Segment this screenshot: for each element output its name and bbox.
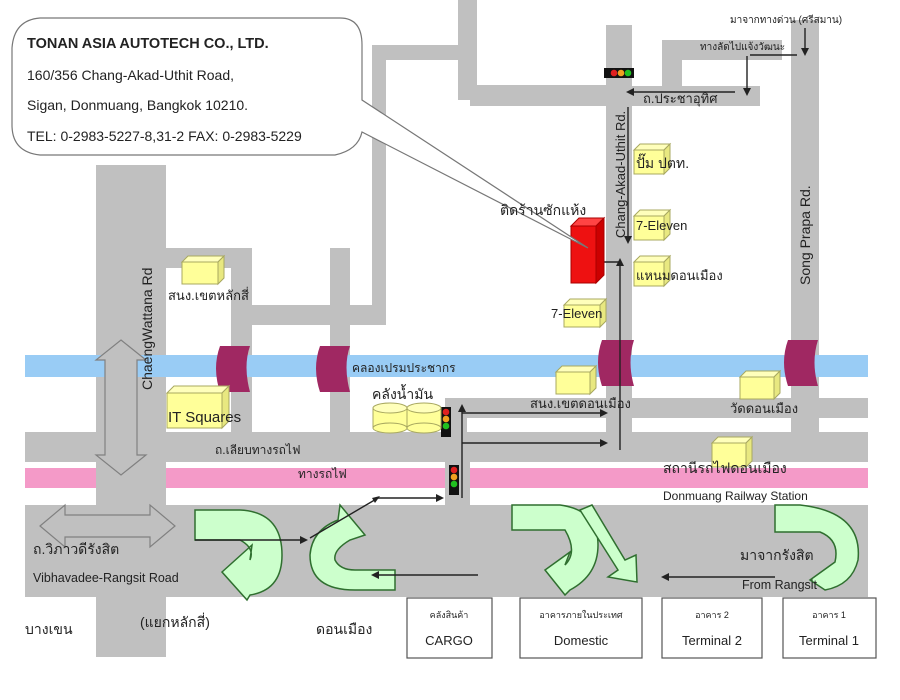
label-vibhavadee-en: Vibhavadee-Rangsit Road — [33, 571, 179, 585]
building-icon — [554, 364, 598, 396]
label-station-th: สถานีรถไฟดอนเมือง — [663, 460, 787, 476]
west-loop-vertical — [372, 45, 386, 325]
label-haem-donmuang: แหนมดอนเมือง — [636, 268, 723, 283]
label-seven-eleven-2: 7-Eleven — [551, 306, 602, 321]
traffic-light-icon — [441, 407, 451, 437]
building-icon — [180, 254, 226, 286]
address-line-2: Sigan, Donmuang, Bangkok 10210. — [27, 97, 248, 113]
terminal-1-th: อาคาร 1 — [812, 610, 846, 620]
building-icon — [165, 384, 231, 430]
building-icon — [632, 142, 672, 176]
contact-info: TEL: 0-2983-5227-8,31-2 FAX: 0-2983-5229 — [27, 128, 302, 144]
terminal-domestic-en: Domestic — [554, 633, 609, 648]
label-from-expressway: มาจากทางด่วน (ศรีสมาน) — [730, 14, 842, 26]
address-callout — [11, 17, 589, 249]
terminal-2-th: อาคาร 2 — [695, 610, 729, 620]
label-song-prapa-road: Song Prapa Rd. — [797, 185, 813, 285]
west-loop-top — [372, 45, 477, 60]
label-bang-khen: บางเขน — [25, 621, 73, 637]
label-donmuang-district: สนง.เขตดอนเมือง — [530, 396, 631, 411]
label-station-en: Donmuang Railway Station — [663, 489, 808, 503]
building-icon — [562, 297, 608, 329]
label-donmuang: ดอนเมือง — [316, 621, 372, 637]
label-from-rangsit-en: From Rangsit — [742, 578, 818, 592]
label-oil-depot: คลังน้ำมัน — [372, 384, 433, 402]
label-liap-thang-rotfai: ถ.เลียบทางรถไฟ — [215, 443, 300, 457]
label-vibhavadee-th: ถ.วิภาวดีรังสิต — [33, 541, 119, 557]
label-target: ติดร้านซักแห้ง — [500, 202, 586, 218]
route-lines — [195, 28, 809, 581]
label-shortcut: ทางลัดไปแจ้งวัฒนะ — [700, 41, 785, 53]
u-turn-arrow-icon — [194, 509, 283, 602]
label-laksi-junction: (แยกหลักสี่) — [140, 613, 210, 630]
diagonal-arrow-icon — [578, 504, 638, 583]
two-way-vertical-arrow-icon — [94, 339, 148, 476]
building-icon — [710, 435, 754, 469]
label-pracha-uthit-road: ถ.ประชาอุทิศ — [643, 91, 718, 107]
terminal-2-en: Terminal 2 — [682, 633, 742, 648]
label-ptt: ปั๊ม ปตท. — [636, 153, 689, 171]
terminal-box-domestic — [519, 597, 643, 659]
terminal-cargo-en: CARGO — [425, 633, 473, 648]
label-chaengwattana-road: ChaengWattana Rd — [139, 268, 155, 390]
bridges — [216, 340, 818, 392]
label-railway: ทางรถไฟ — [298, 467, 347, 481]
address-line-1: 160/356 Chang-Akad-Uthit Road, — [27, 67, 234, 83]
label-chang-akad-uthit-road: Chang-Akad-Uthit Rd. — [613, 111, 628, 238]
label-laksi-district: สนง.เขตหลักสี่ — [168, 287, 249, 303]
terminal-box-t2 — [661, 597, 763, 659]
bridge-icon — [598, 340, 634, 386]
terminal-box-t1 — [782, 597, 877, 659]
building-icon — [632, 208, 672, 242]
label-canal: คลองเปรมประชากร — [352, 361, 456, 375]
terminal-domestic-th: อาคารภายในประเทศ — [539, 610, 623, 620]
company-name: TONAN ASIA AUTOTECH CO., LTD. — [27, 36, 269, 52]
building-icon — [632, 254, 672, 288]
terminal-box-cargo — [406, 597, 493, 659]
label-seven-eleven-1: 7-Eleven — [636, 218, 687, 233]
traffic-light-icon — [604, 68, 634, 78]
terminal-1-en: Terminal 1 — [799, 633, 859, 648]
oil-tank-icon — [372, 402, 442, 434]
bridge-icon — [316, 346, 350, 392]
label-wat-donmuang: วัดดอนเมือง — [730, 401, 798, 416]
traffic-light-icon — [449, 465, 459, 495]
building-icon — [738, 369, 782, 401]
u-turn-arrow-icon — [774, 504, 860, 591]
terminal-cargo-th: คลังสินค้า — [430, 610, 469, 620]
label-from-rangsit-th: มาจากรังสิต — [740, 547, 814, 563]
label-it-squares: IT Squares — [168, 409, 241, 426]
cross-road — [252, 305, 385, 325]
cross-road-vertical — [330, 248, 350, 438]
bridge-icon — [216, 346, 250, 392]
bridge-icon — [784, 340, 818, 386]
north-road — [458, 0, 477, 100]
two-way-horizontal-arrow-icon — [39, 503, 176, 549]
target-location-icon[interactable] — [569, 216, 606, 285]
